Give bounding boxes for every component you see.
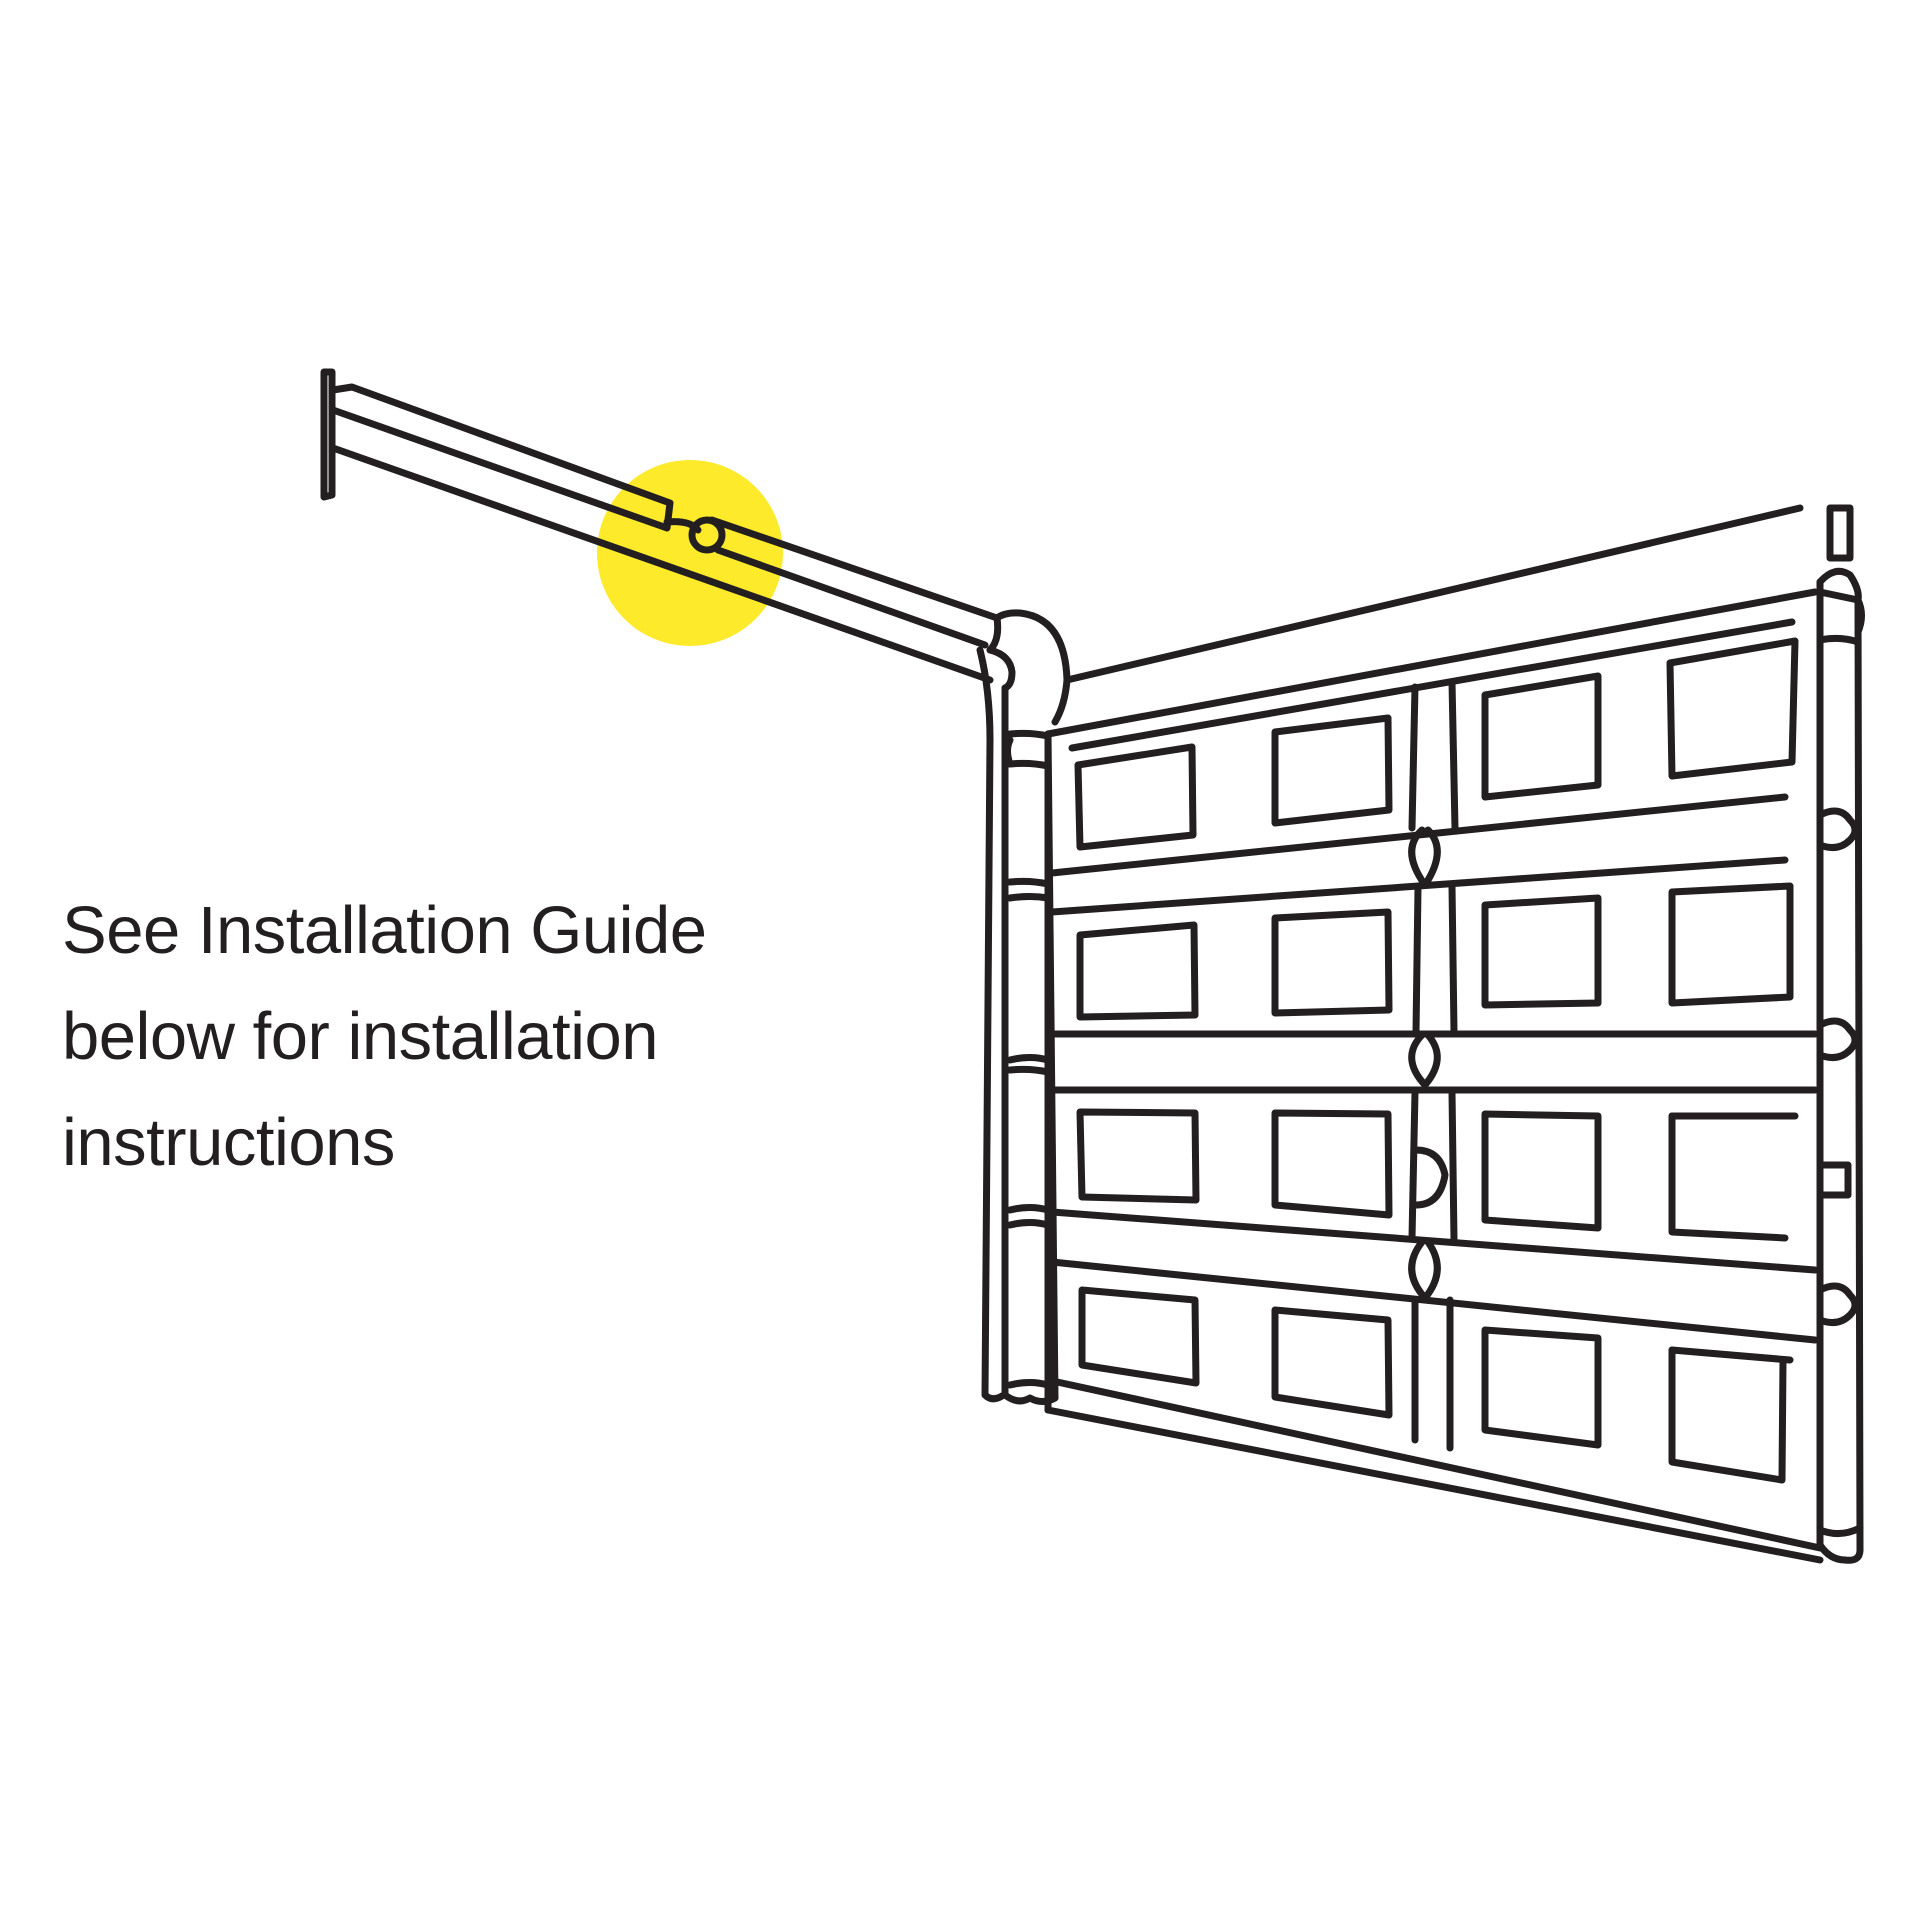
track-left xyxy=(976,646,1059,1405)
highlight-circle xyxy=(597,460,783,646)
opener-arm xyxy=(320,368,1804,726)
caption-line-1: See Installation Guide xyxy=(62,893,707,968)
caption-line-2: below for installation xyxy=(62,999,659,1074)
garage-door xyxy=(1044,504,1865,1564)
door-windows xyxy=(1074,637,1799,1484)
caption-line-3: instructions xyxy=(62,1105,395,1180)
installation-caption: See Installation Guide below for install… xyxy=(62,878,882,1196)
